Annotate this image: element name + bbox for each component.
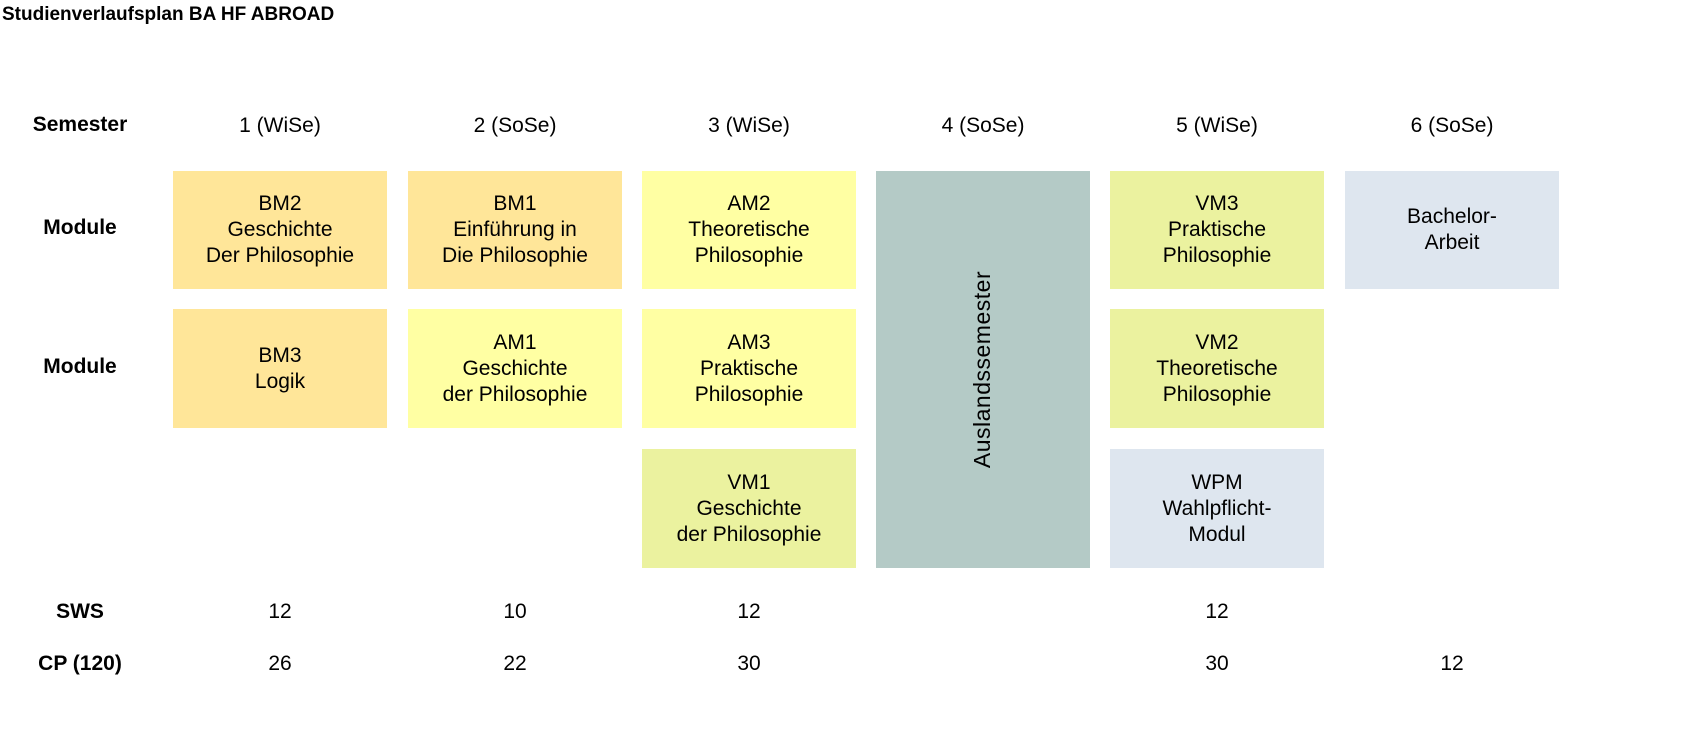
semester-2-header: 2 (SoSe) bbox=[473, 114, 557, 137]
module-bm1: BM1 Einführung in Die Philosophie bbox=[408, 171, 622, 289]
semester-3-header: 3 (WiSe) bbox=[708, 114, 790, 137]
module-am2: AM2 Theoretische Philosophie bbox=[642, 171, 856, 289]
label-module-row2: Module bbox=[43, 355, 117, 378]
cp-semester-2: 22 bbox=[503, 652, 527, 675]
sws-semester-5: 12 bbox=[1205, 600, 1229, 623]
module-auslandssemester: Auslandssemester bbox=[876, 171, 1090, 568]
module-vm3: VM3 Praktische Philosophie bbox=[1110, 171, 1324, 289]
cp-semester-1: 26 bbox=[268, 652, 292, 675]
module-vm2: VM2 Theoretische Philosophie bbox=[1110, 309, 1324, 428]
page-title: Studienverlaufsplan BA HF ABROAD bbox=[2, 4, 335, 25]
module-wpm: WPM Wahlpflicht- Modul bbox=[1110, 449, 1324, 568]
cp-semester-6: 12 bbox=[1440, 652, 1464, 675]
label-cp: CP (120) bbox=[38, 652, 122, 675]
module-am3: AM3 Praktische Philosophie bbox=[642, 309, 856, 428]
module-bm3: BM3 Logik bbox=[173, 309, 387, 428]
label-module-row1: Module bbox=[43, 216, 117, 239]
cp-semester-5: 30 bbox=[1205, 652, 1229, 675]
semester-5-header: 5 (WiSe) bbox=[1176, 114, 1258, 137]
sws-semester-2: 10 bbox=[503, 600, 527, 623]
auslandssemester-label: Auslandssemester bbox=[969, 270, 996, 469]
semester-6-header: 6 (SoSe) bbox=[1410, 114, 1494, 137]
module-vm1: VM1 Geschichte der Philosophie bbox=[642, 449, 856, 568]
cp-semester-3: 30 bbox=[737, 652, 761, 675]
semester-1-header: 1 (WiSe) bbox=[239, 114, 321, 137]
module-bachelor-arbeit: Bachelor- Arbeit bbox=[1345, 171, 1559, 289]
label-sws: SWS bbox=[56, 600, 104, 623]
module-bm2: BM2 Geschichte Der Philosophie bbox=[173, 171, 387, 289]
module-am1: AM1 Geschichte der Philosophie bbox=[408, 309, 622, 428]
sws-semester-1: 12 bbox=[268, 600, 292, 623]
sws-semester-3: 12 bbox=[737, 600, 761, 623]
label-semester: Semester bbox=[32, 113, 128, 136]
semester-4-header: 4 (SoSe) bbox=[941, 114, 1025, 137]
